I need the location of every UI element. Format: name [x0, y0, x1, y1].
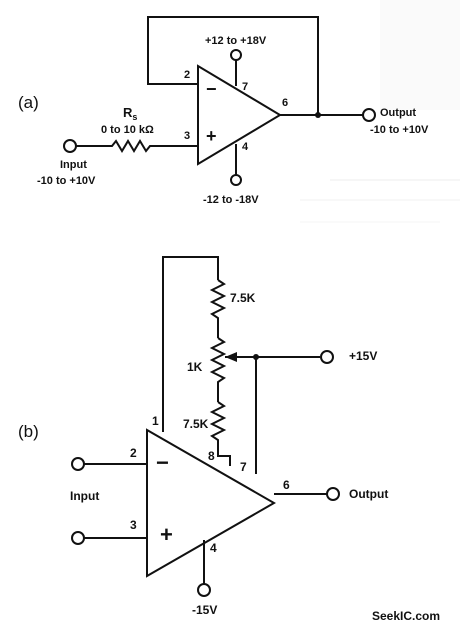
output-terminal-b — [326, 487, 340, 501]
pot-wiper-arrow — [225, 352, 237, 362]
op-amp-b-plus: + — [160, 522, 173, 547]
output-node-a — [315, 112, 321, 118]
circuit-a: (a) − + 2 3 7 4 6 +12 to +18V -12 to -18… — [18, 16, 429, 206]
input-terminal-minus-b — [71, 457, 85, 471]
watermark: SeekIC.com — [372, 609, 440, 623]
pin-8-b: 8 — [208, 449, 215, 463]
background-bleed — [300, 0, 460, 223]
resistor-top-b — [209, 279, 227, 338]
supply-pos-b: +15V — [349, 349, 377, 363]
pin-3-a: 3 — [184, 130, 190, 142]
pin1-wire-b — [162, 256, 219, 432]
input-terminal-plus-b — [71, 531, 85, 545]
pin-7-b: 7 — [240, 460, 247, 474]
input-range-a: -10 to +10V — [37, 175, 96, 187]
input-label-a: Input — [60, 159, 87, 171]
output-terminal-a — [362, 108, 376, 122]
pin-2-b: 2 — [130, 446, 137, 460]
supply-terminal-pos-b — [320, 350, 334, 364]
input-label-b: Input — [70, 489, 99, 503]
output-label-a: Output — [380, 107, 416, 119]
supply-pos-a: +12 to +18V — [205, 35, 267, 47]
supply-neg-a: -12 to -18V — [203, 194, 259, 206]
resistor-top-label-b: 7.5K — [230, 291, 256, 305]
pin-4-a: 4 — [242, 141, 249, 153]
pin-4-b: 4 — [210, 541, 217, 555]
op-amp-a — [197, 64, 282, 166]
op-amp-a-plus: + — [206, 126, 217, 146]
resistor-name-a: Rs — [123, 105, 137, 122]
pin-1-b: 1 — [152, 414, 159, 428]
op-amp-a-minus: − — [206, 79, 217, 99]
pin-3-b: 3 — [130, 518, 137, 532]
pot-label-b: 1K — [187, 360, 203, 374]
pin-7-a: 7 — [242, 81, 248, 93]
resistor-range-a: 0 to 10 kΩ — [101, 124, 154, 136]
circuit-b-label: (b) — [18, 422, 39, 441]
pin-6-a: 6 — [282, 97, 288, 109]
supply-terminal-neg-a — [230, 174, 242, 186]
output-range-a: -10 to +10V — [370, 124, 429, 136]
resistor-bottom-label-b: 7.5K — [183, 417, 209, 431]
pin-2-a: 2 — [184, 69, 190, 81]
pin-6-b: 6 — [283, 478, 290, 492]
supply-terminal-pos-a — [230, 49, 242, 61]
op-amp-b-minus: − — [156, 450, 169, 475]
supply-terminal-neg-b — [197, 583, 211, 597]
input-terminal-a — [63, 139, 77, 153]
circuit-b: (b) 7.5K 1K +15V 7.5K − + 1 2 3 8 7 4 6 — [18, 256, 388, 617]
op-amp-b — [146, 428, 277, 578]
pot-b — [209, 337, 227, 402]
supply-neg-b: -15V — [192, 603, 217, 617]
input-wire-a — [76, 139, 198, 153]
circuit-a-label: (a) — [18, 93, 39, 112]
resistor-bottom-b — [209, 401, 231, 466]
output-label-b: Output — [349, 487, 388, 501]
feedback-wire-a — [147, 16, 319, 115]
